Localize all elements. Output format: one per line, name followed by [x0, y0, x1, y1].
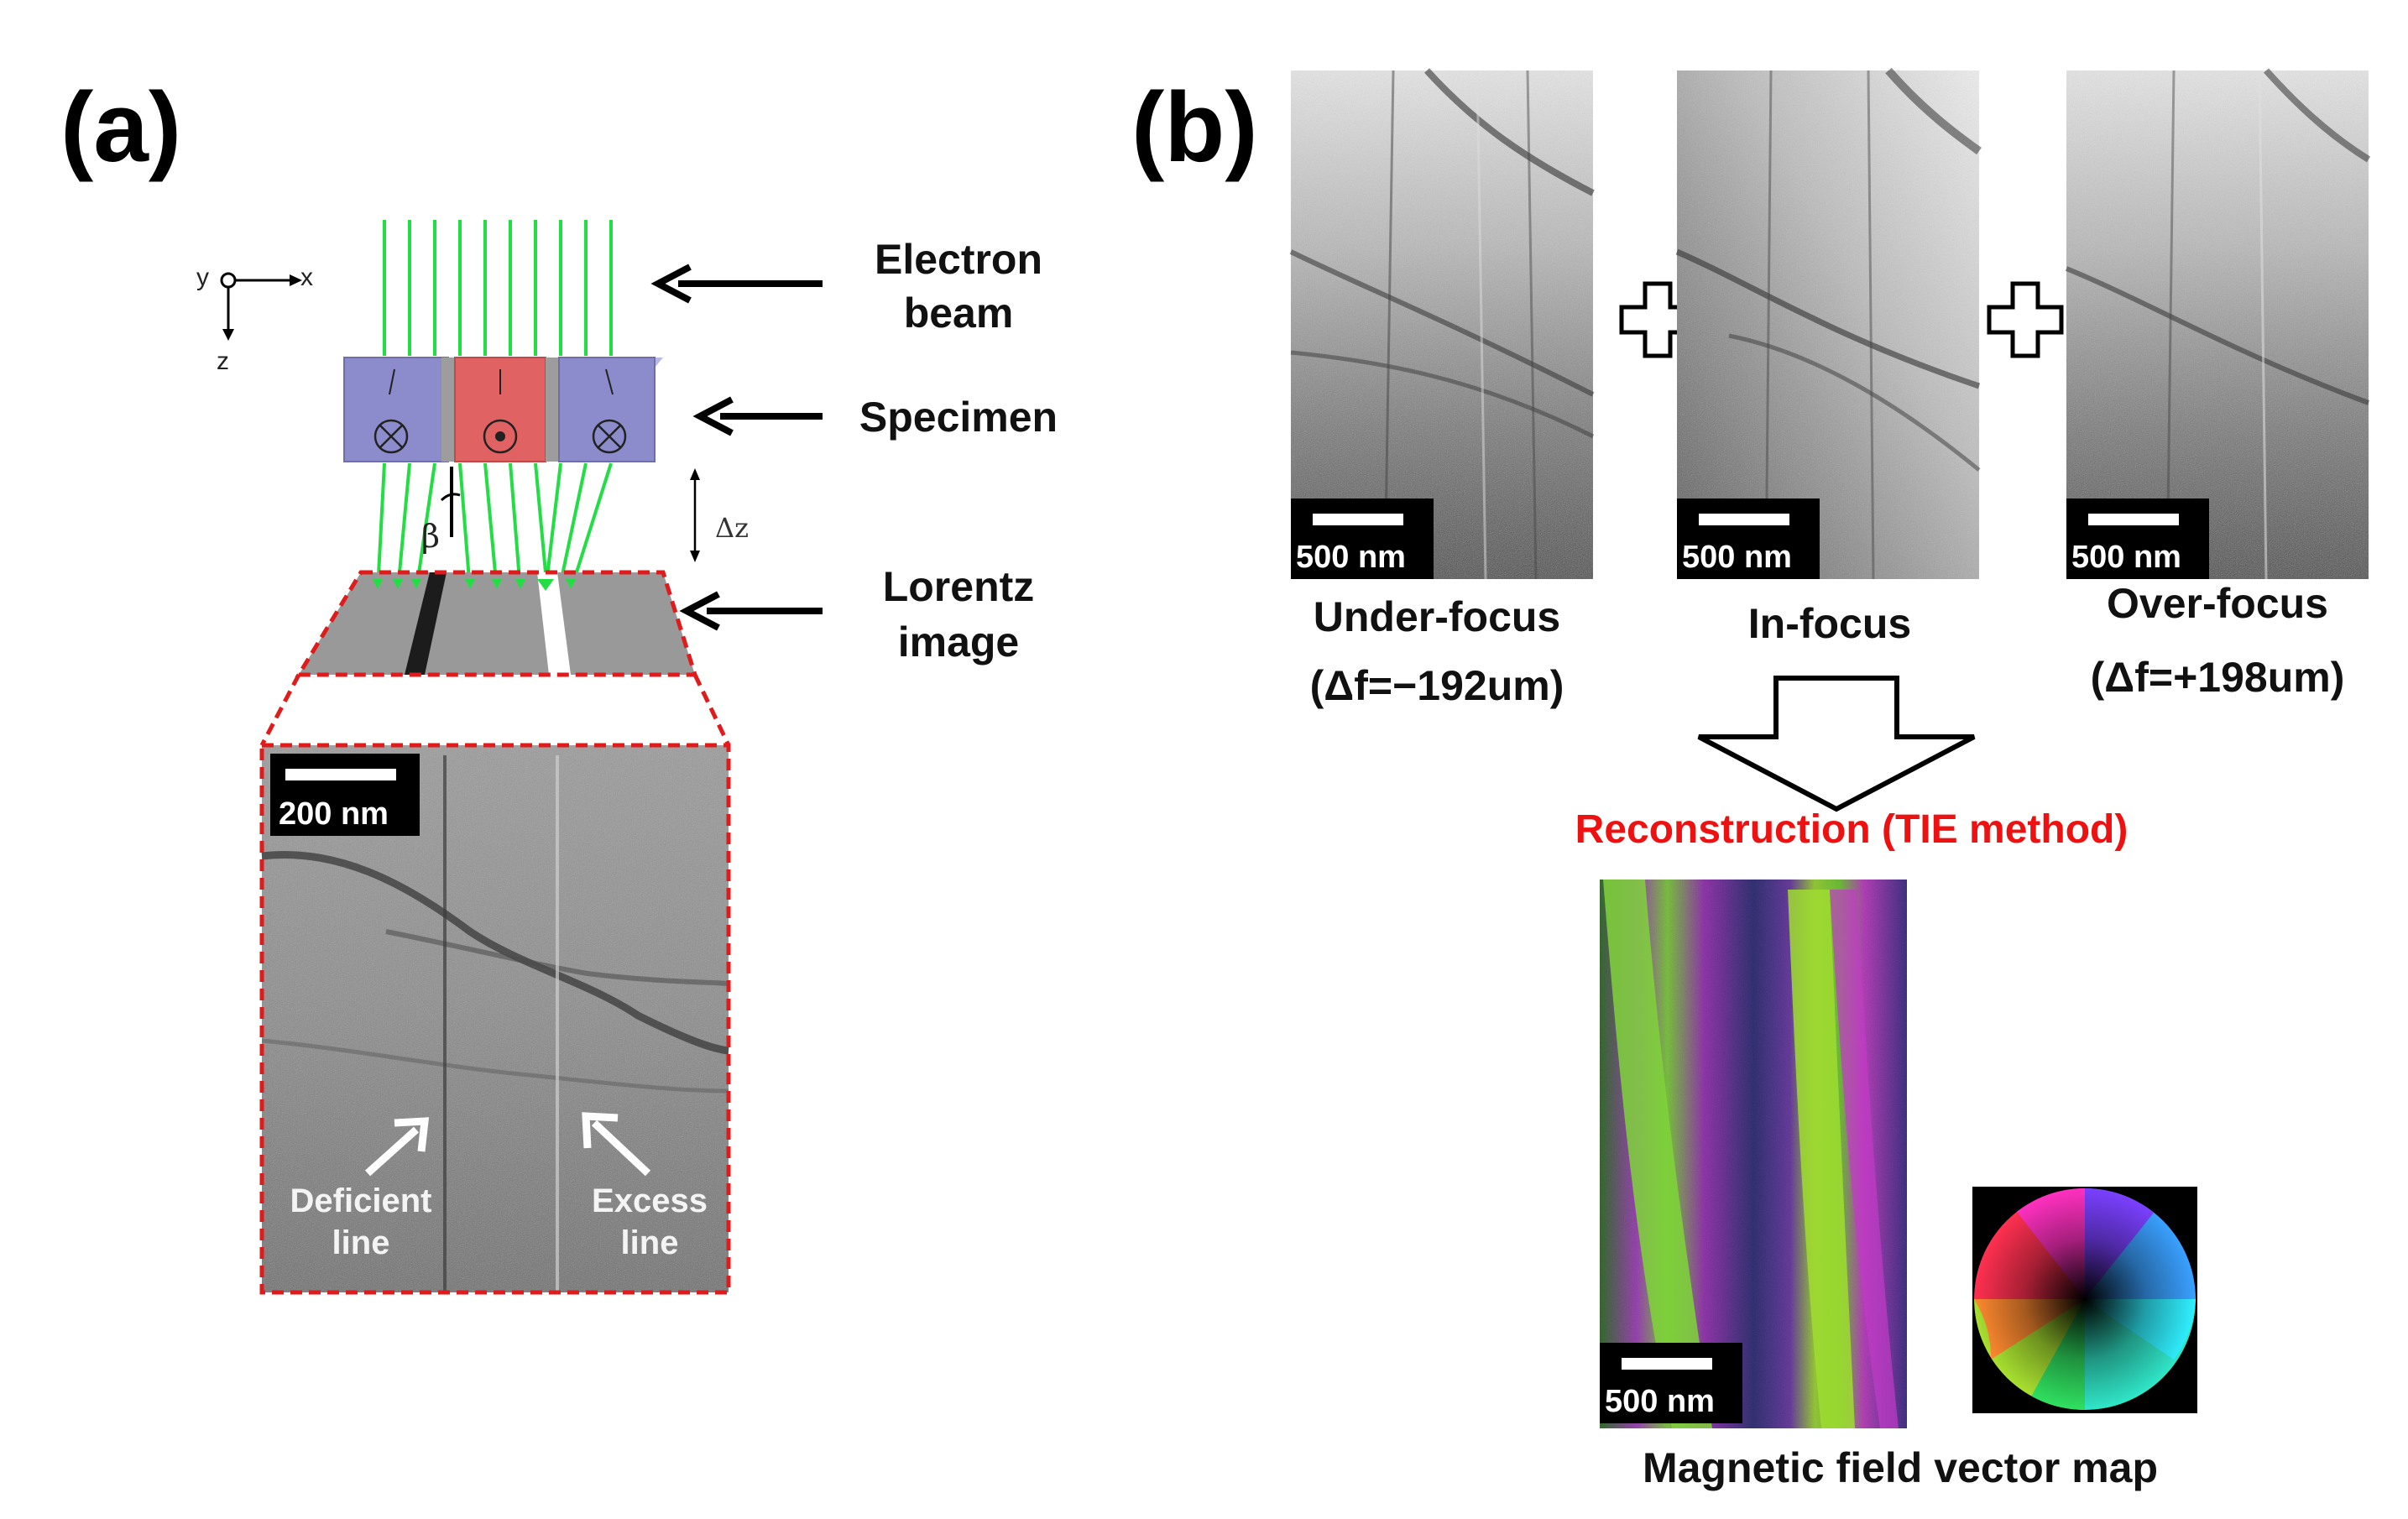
vector-map-caption: Magnetic field vector map: [1643, 1444, 2158, 1491]
scale-label-3: 500 nm: [2071, 540, 2181, 575]
into-page-icon: [592, 419, 627, 454]
tem-image-over-focus: [2065, 68, 2371, 580]
caption-in-focus: In-focus: [1748, 600, 1911, 647]
vector-map-scale-label: 500 nm: [1605, 1384, 1715, 1419]
caption-under-focus-df: (Δf=−192um): [1310, 662, 1564, 709]
plus-icon: [1987, 281, 2064, 358]
deficient-arrow-icon: [364, 1117, 430, 1177]
inset-scale-label: 200 nm: [279, 796, 389, 832]
lorentz-image-label-line1: Lorentz: [883, 563, 1035, 610]
panel-a-label: (a): [60, 72, 181, 183]
deflected-beam-rays: [376, 462, 613, 592]
inset-scale-bar: [270, 754, 420, 836]
scale-bar-2: [1677, 499, 1820, 579]
caption-over-focus-df: (Δf=+198um): [2091, 654, 2345, 701]
electron-beam-rays: [383, 220, 613, 356]
caption-over-focus: Over-focus: [2107, 580, 2328, 627]
tem-image-under-focus: [1289, 68, 1595, 580]
excess-label-line2: line: [621, 1224, 679, 1261]
scale-label-1: 500 nm: [1296, 540, 1406, 575]
deflection-angle-indicator: [440, 467, 461, 537]
electron-beam-label-line2: beam: [904, 290, 1014, 337]
specimen-pointer: [692, 396, 823, 436]
beam-landing-marks: [373, 579, 576, 591]
tem-image-in-focus: [1675, 67, 1982, 580]
caption-under-focus: Under-focus: [1314, 593, 1560, 640]
reconstruction-label: Reconstruction (TIE method): [1575, 807, 2129, 852]
scale-bar-1: [1291, 499, 1434, 579]
scale-bar-3: [2066, 499, 2209, 579]
axis-z-label: z: [217, 347, 229, 375]
into-page-icon: [373, 419, 409, 454]
axes-icon: [220, 272, 302, 341]
electron-beam-label-line1: Electron: [875, 236, 1042, 283]
inset-tem-image: [259, 743, 731, 1295]
specimen-label: Specimen: [859, 394, 1058, 441]
lorentz-image-label-line2: image: [898, 619, 1020, 666]
axis-x-label: x: [300, 264, 313, 291]
vector-map-scale-bar: [1600, 1343, 1742, 1423]
specimen-block: [343, 357, 663, 462]
lorentz-image-pointer: [679, 591, 823, 631]
zoom-connector: [259, 673, 731, 747]
vector-map-image: [1600, 880, 1907, 1428]
axis-y-label: y: [196, 264, 209, 291]
deficient-label-line2: line: [332, 1224, 390, 1261]
excess-label-line1: Excess: [592, 1182, 708, 1219]
excess-arrow-icon: [582, 1112, 651, 1177]
scale-label-2: 500 nm: [1682, 540, 1792, 575]
electron-beam-pointer: [650, 264, 823, 304]
deficient-label-line1: Deficient: [290, 1182, 432, 1219]
down-arrow-icon: [1697, 676, 1976, 812]
out-of-page-icon: [483, 419, 518, 454]
panel-b-label: (b): [1131, 72, 1258, 183]
delta-z-label: Δz: [715, 512, 749, 544]
beta-label: β: [421, 518, 440, 555]
delta-z-arrow: [690, 468, 700, 562]
color-wheel-icon: [1972, 1187, 2197, 1413]
